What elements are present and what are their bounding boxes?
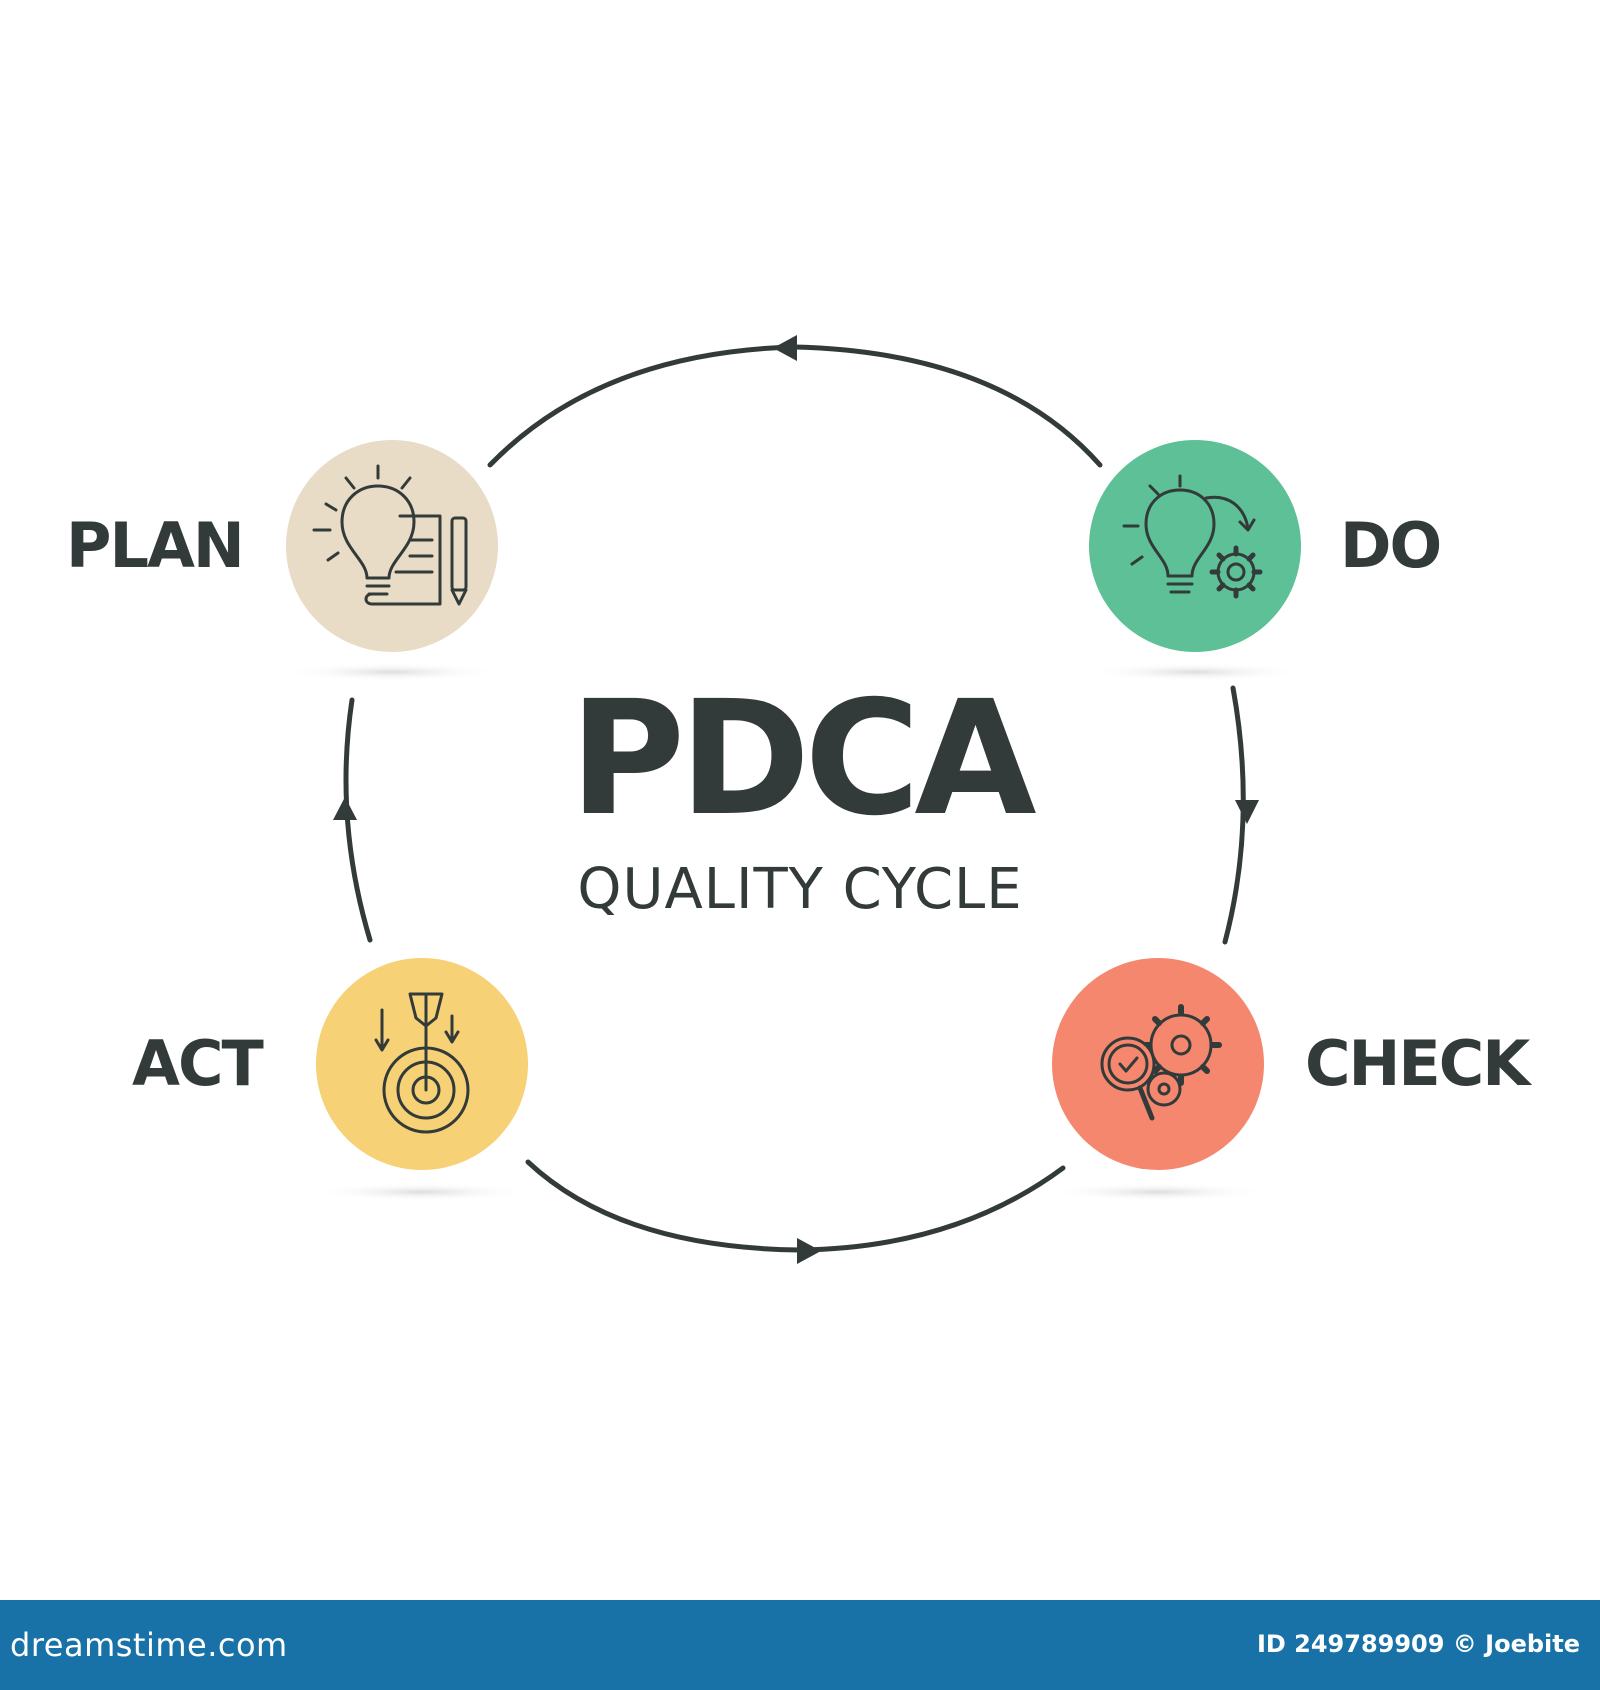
check-label: CHECK: [1305, 1027, 1530, 1100]
arc-check-to-act: [797, 1165, 1066, 1253]
arrowhead-top: [773, 335, 797, 361]
arrowhead-bottom: [797, 1238, 821, 1264]
arc-check-to-act-2: [525, 1159, 803, 1253]
arrowheads: [333, 335, 1259, 1264]
do-circle: [1089, 440, 1301, 652]
arc-do-to-check: [1222, 685, 1246, 945]
plan-label: PLAN: [66, 509, 245, 582]
do-label: DO: [1340, 509, 1442, 582]
footer-bar: dreamstime.com ID 249789909 © Joebite: [0, 1600, 1600, 1690]
target-arrow-icon: [374, 992, 470, 1134]
act-label: ACT: [132, 1027, 264, 1100]
footer-brand[interactable]: dreamstime.com: [10, 1626, 288, 1664]
act-shadow: [312, 1183, 532, 1201]
plan-shadow: [282, 663, 502, 681]
magnifier-gears-icon: [1100, 1004, 1222, 1121]
lightbulb-document-icon: [312, 464, 468, 606]
arc-plan-to-do-2: [792, 344, 1103, 468]
arc-plan-to-do: [487, 344, 798, 468]
diagram-title: PDCA: [569, 667, 1036, 851]
arrowhead-right: [1235, 800, 1259, 824]
arrowhead-left: [333, 797, 357, 820]
pdca-diagram: [282, 335, 1305, 1264]
diagram-subtitle: QUALITY CYCLE: [577, 857, 1023, 922]
act-circle: [316, 958, 528, 1170]
check-shadow: [1048, 1183, 1268, 1201]
footer-image-id: ID 249789909 © Joebite: [1256, 1630, 1580, 1658]
plan-circle: [286, 440, 498, 652]
lightbulb-gear-icon: [1122, 474, 1263, 599]
do-shadow: [1085, 663, 1305, 681]
